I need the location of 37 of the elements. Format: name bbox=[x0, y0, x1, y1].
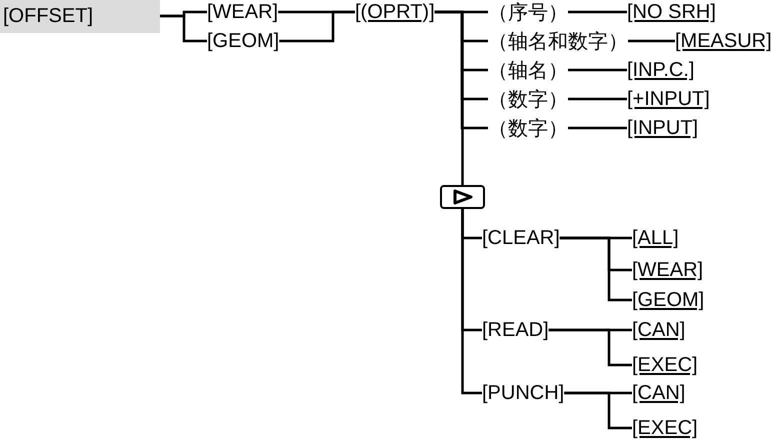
connector-line bbox=[568, 10, 627, 14]
connector-line bbox=[279, 10, 355, 42]
soft-key-label: [EXEC] bbox=[632, 352, 698, 378]
input-label: （数字） bbox=[488, 115, 568, 141]
soft-key-label: [GEOM] bbox=[632, 287, 704, 313]
input-label: （轴名和数字） bbox=[488, 28, 628, 54]
soft-key-label: [NO SRH] bbox=[627, 0, 716, 25]
connector-line bbox=[568, 126, 627, 130]
soft-key-label: [INP.C.] bbox=[627, 57, 694, 83]
connector-line bbox=[568, 98, 627, 100]
soft-key-label: [MEASUR] bbox=[675, 28, 772, 54]
menu-item: [CLEAR] bbox=[482, 225, 560, 251]
connector-line bbox=[568, 68, 627, 72]
connector-line bbox=[564, 392, 632, 430]
connector-line bbox=[560, 236, 632, 302]
menu-item: [WEAR] bbox=[207, 0, 278, 25]
next-page-key bbox=[440, 185, 485, 209]
soft-key-label: [(OPRT)] bbox=[355, 0, 435, 25]
soft-key-label: [INPUT] bbox=[627, 115, 698, 141]
soft-key-label: [CAN] bbox=[632, 380, 686, 406]
soft-key-label: [EXEC] bbox=[632, 415, 698, 441]
connector-line bbox=[628, 40, 675, 42]
soft-key-label: [ALL] bbox=[632, 225, 679, 251]
soft-key-label: [CAN] bbox=[632, 317, 686, 343]
menu-item: [READ] bbox=[482, 317, 549, 343]
connector-line bbox=[548, 328, 632, 366]
menu-key: [OFFSET] bbox=[0, 0, 160, 32]
input-label: （数字） bbox=[488, 86, 568, 112]
connector-line bbox=[461, 209, 482, 394]
input-label: （轴名） bbox=[488, 57, 568, 83]
connector-line bbox=[434, 10, 464, 185]
menu-item: [PUNCH] bbox=[482, 380, 564, 406]
menu-item: [GEOM] bbox=[207, 28, 280, 54]
input-label: （序号） bbox=[488, 0, 568, 25]
soft-key-label: [WEAR] bbox=[632, 257, 704, 283]
connector-line bbox=[160, 14, 207, 42]
soft-key-label: [+INPUT] bbox=[627, 86, 710, 112]
